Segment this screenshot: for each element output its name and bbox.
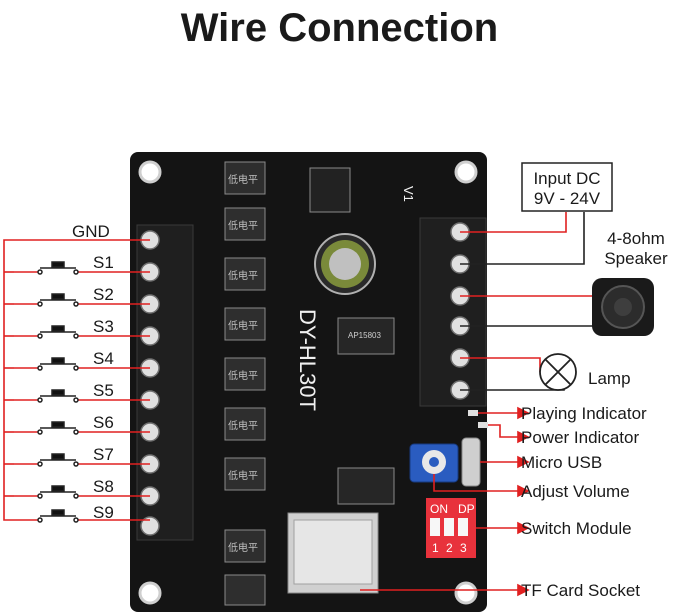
mounting-holes — [138, 160, 478, 605]
left-wires — [3, 239, 150, 521]
speaker-label-line2: Speaker — [604, 249, 668, 268]
lamp-icon — [539, 353, 577, 391]
switch-s5 — [14, 389, 79, 403]
lowlevel-marks: 低电平 低电平 低电平 低电平 低电平 低电平 低电平 低电平 — [228, 173, 258, 554]
lowlevel-mark: 低电平 — [228, 269, 258, 282]
lowlevel-mark: 低电平 — [228, 469, 258, 482]
dip-dp-label: DP — [458, 502, 475, 516]
switch-s6 — [14, 421, 79, 435]
lowlevel-mark: 低电平 — [228, 173, 258, 186]
pcb-board — [130, 152, 487, 612]
switch-label-s8: S8 — [93, 477, 114, 496]
right-terminal-block — [419, 217, 487, 407]
switch-label-s9: S9 — [93, 503, 114, 522]
switch-s9 — [14, 509, 79, 523]
usb-port — [461, 437, 481, 487]
power-input-box — [521, 162, 613, 212]
dip-on-label: ON — [430, 502, 448, 516]
switch-s4 — [14, 357, 79, 371]
switch-s8 — [14, 485, 79, 499]
switch-s2 — [14, 293, 79, 307]
smd-components — [224, 161, 395, 606]
tf-card-socket — [287, 512, 379, 594]
label-arrows — [360, 406, 530, 597]
power-input-line2: 9V - 24V — [534, 189, 601, 208]
switch-symbols — [14, 261, 79, 523]
lowlevel-mark: 低电平 — [228, 369, 258, 382]
dip-num-3: 3 — [460, 541, 467, 555]
page-title: Wire Connection — [180, 6, 499, 50]
micro-usb-label: Micro USB — [521, 453, 602, 472]
indicator-leds — [468, 410, 488, 428]
gnd-label: GND — [72, 222, 110, 241]
switch-module-label: Switch Module — [521, 519, 632, 538]
switch-label-s4: S4 — [93, 349, 114, 368]
switch-s1 — [14, 261, 79, 275]
speaker-label-line1: 4-8ohm — [607, 229, 665, 248]
speaker-icon — [592, 278, 654, 336]
lowlevel-mark: 低电平 — [228, 319, 258, 332]
power-indicator-label: Power Indicator — [521, 428, 639, 447]
tf-card-socket-label: TF Card Socket — [521, 581, 640, 600]
board-version: V1 — [401, 186, 416, 202]
lowlevel-mark: 低电平 — [228, 541, 258, 554]
dip-num-2: 2 — [446, 541, 453, 555]
lamp-label: Lamp — [588, 369, 631, 388]
chip-marking: AP15803 — [348, 331, 381, 340]
dip-switch — [426, 498, 476, 558]
switch-s3 — [14, 325, 79, 339]
switch-label-s1: S1 — [93, 253, 114, 272]
switch-s7 — [14, 453, 79, 467]
switch-label-s7: S7 — [93, 445, 114, 464]
adjust-volume-label: Adjust Volume — [521, 482, 630, 501]
playing-indicator-label: Playing Indicator — [521, 404, 647, 423]
dip-num-1: 1 — [432, 541, 439, 555]
switch-label-s5: S5 — [93, 381, 114, 400]
lowlevel-mark: 低电平 — [228, 219, 258, 232]
lowlevel-mark: 低电平 — [228, 419, 258, 432]
capacitor — [314, 233, 376, 295]
switch-label-s6: S6 — [93, 413, 114, 432]
power-input-line1: Input DC — [533, 169, 600, 188]
board-model: DY-HL30T — [295, 309, 320, 411]
switch-label-s3: S3 — [93, 317, 114, 336]
switch-label-s2: S2 — [93, 285, 114, 304]
